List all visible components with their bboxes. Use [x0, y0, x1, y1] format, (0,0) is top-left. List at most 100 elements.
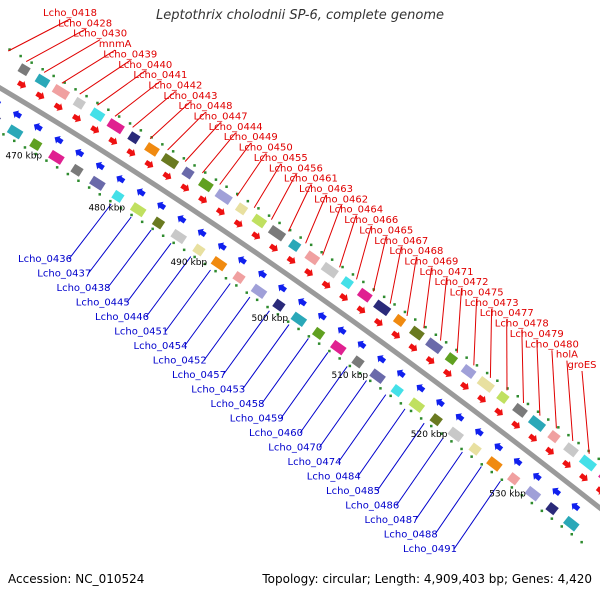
gc-tick: [182, 157, 186, 160]
forward-gene-label: groES: [567, 360, 596, 371]
gc-tick: [403, 310, 407, 314]
reverse-gene-arrow: [95, 161, 105, 171]
gc-tick: [419, 417, 423, 420]
reverse-label-leader: [318, 380, 367, 448]
gc-tick: [434, 333, 438, 336]
forward-gene-label: Lcho_0479: [510, 329, 564, 340]
forward-gene-label: Lcho_0450: [239, 143, 293, 154]
forward-gene-label: holA: [556, 350, 578, 361]
genome-backbone: [0, 85, 600, 512]
reverse-label-leader: [280, 352, 329, 419]
forward-gene-arrow: [71, 113, 81, 123]
reverse-gene-box: [447, 426, 464, 443]
forward-gene-arrow: [442, 368, 452, 378]
forward-gene-arrow: [35, 91, 45, 100]
forward-label-leader: [423, 267, 432, 329]
forward-gene-arrow: [251, 231, 261, 240]
reverse-label-leader: [107, 229, 152, 289]
reverse-label-leader: [126, 243, 172, 303]
gc-tick: [309, 243, 313, 247]
gc-tick: [430, 424, 433, 428]
forward-gene-arrow: [304, 268, 313, 277]
forward-gene-box: [496, 390, 510, 405]
gc-tick: [547, 418, 550, 421]
gc-tick: [109, 199, 112, 203]
reverse-gene-arrow: [513, 457, 523, 467]
gc-tick: [500, 478, 504, 481]
forward-gene-label: Lcho_0447: [194, 112, 248, 123]
gc-tick: [119, 206, 123, 210]
forward-gene-box: [578, 454, 597, 472]
forward-gene-box: [160, 152, 180, 170]
forward-gene-arrow: [16, 80, 26, 89]
gc-tick: [338, 357, 341, 360]
reverse-gene-arrow: [136, 188, 146, 197]
forward-gene-label: Lcho_0471: [420, 267, 474, 278]
forward-label-leader: [270, 174, 297, 220]
forward-gene-arrow: [215, 207, 225, 216]
gc-tick: [2, 133, 5, 136]
gc-tick: [266, 305, 269, 309]
gc-tick: [107, 108, 110, 111]
reverse-gene-box: [311, 326, 326, 340]
forward-label-leader: [132, 91, 176, 128]
reverse-gene-box: [170, 228, 188, 245]
gc-tick: [52, 74, 55, 78]
reverse-gene-arrow: [318, 312, 327, 321]
forward-label-leader: [184, 122, 221, 162]
gc-tick: [485, 371, 489, 375]
reverse-gene-box: [250, 283, 268, 299]
reverse-label-leader: [145, 256, 192, 318]
reverse-gene-label: Lcho_0445: [76, 298, 130, 309]
gc-tick: [470, 455, 473, 458]
forward-gene-box: [392, 313, 407, 327]
forward-label-leader: [219, 142, 252, 185]
forward-label-leader: [521, 329, 524, 404]
forward-gene-arrow: [268, 243, 278, 252]
forward-gene-box: [72, 96, 86, 110]
gc-tick: [8, 48, 11, 51]
reverse-gene-box: [48, 149, 65, 165]
gc-tick: [358, 372, 362, 375]
reverse-label-leader: [338, 394, 387, 463]
forward-label-leader: [356, 225, 372, 280]
reverse-gene-arrow: [217, 242, 227, 251]
gc-tick: [161, 234, 165, 237]
gc-tick: [87, 186, 91, 189]
forward-gene-label: Lcho_0477: [480, 308, 534, 319]
reverse-gene-label: Lcho_0488: [384, 530, 438, 541]
forward-gene-box: [106, 118, 125, 135]
forward-gene-arrow: [373, 318, 383, 327]
forward-gene-arrow: [595, 486, 600, 495]
reverse-gene-arrow: [533, 472, 542, 482]
forward-gene-arrow: [494, 407, 503, 416]
forward-label-leader: [43, 39, 101, 73]
forward-gene-label: Lcho_0463: [299, 184, 353, 195]
forward-gene-arrow: [511, 420, 520, 429]
gc-tick: [19, 54, 22, 58]
reverse-gene-arrow: [54, 135, 64, 145]
forward-gene-label: Lcho_0469: [404, 257, 458, 268]
label-leader-layer: [8, 18, 590, 550]
gc-tick: [520, 494, 524, 497]
forward-label-leader: [536, 339, 541, 416]
gc-tick: [224, 277, 228, 280]
gc-tick: [255, 298, 259, 302]
gc-tick: [440, 432, 443, 435]
reverse-gene-box: [486, 456, 503, 472]
reverse-gene-arrow: [416, 384, 426, 393]
forward-gene-label: Lcho_0478: [495, 319, 549, 330]
gc-tick: [455, 348, 458, 352]
reverse-gene-arrow: [396, 369, 406, 378]
reverse-gene-label: Lcho_0459: [230, 414, 284, 425]
reverse-gene-box: [329, 339, 347, 356]
reverse-gene-label: Lcho_0452: [153, 356, 207, 367]
reverse-label-leader: [222, 310, 270, 376]
reverse-gene-box: [129, 202, 147, 218]
gc-tick: [193, 164, 196, 167]
reverse-gene-label: Lcho_0446: [95, 312, 149, 323]
gc-tick: [536, 410, 540, 413]
kbp-tick-label: 510 kbp: [331, 371, 368, 381]
forward-gene-box: [234, 202, 249, 216]
